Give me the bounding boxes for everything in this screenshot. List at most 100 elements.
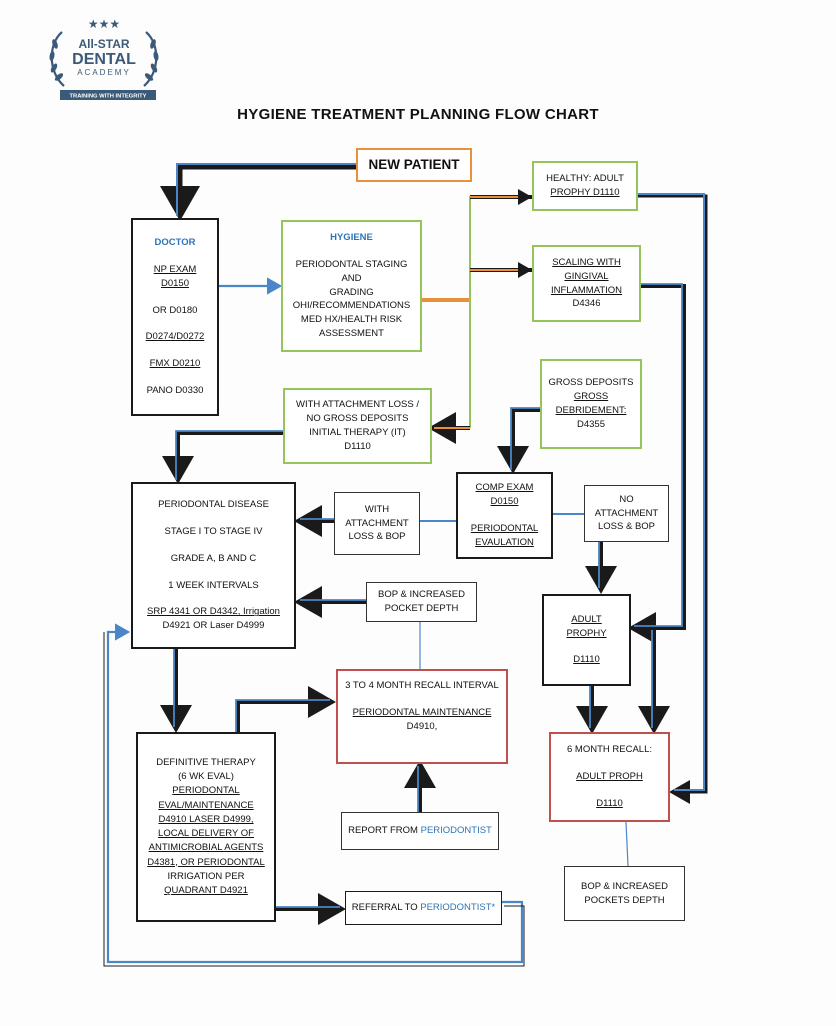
attach-line: NO GROSS DEPOSITS [306, 413, 409, 425]
with-attach-line: WITH [364, 503, 390, 515]
bop-pockets-depth-box: BOP & INCREASED POCKETS DEPTH [564, 866, 685, 921]
perio-disease-line: GRADE A, B AND C [170, 552, 257, 564]
connector-definitive-referral [276, 893, 346, 925]
recall-6-line: D1110 [596, 797, 623, 809]
adult-prophy-line: PROPHY [566, 627, 607, 639]
definitive-line: D4910 LASER D4999, [158, 813, 254, 825]
logo-line1: All-STAR [78, 37, 129, 51]
no-attach-line: ATTACHMENT [594, 507, 659, 519]
doctor-fmx: FMX D0210 [149, 358, 201, 370]
definitive-line: (6 WK EVAL) [178, 771, 234, 782]
no-attach-line: LOSS & BOP [597, 521, 656, 533]
hygiene-line: OHI/RECOMMENDATIONS [292, 300, 411, 312]
attach-line: WITH ATTACHMENT LOSS / [296, 399, 419, 411]
hygiene-line: PERIODONTAL STAGING [295, 259, 408, 271]
definitive-line: DEFINITIVE THERAPY [156, 756, 256, 768]
hygiene-line: AND [341, 272, 362, 284]
logo-graphic: ★★★ All-STAR DENTAL ACADEMY TRAINING WIT… [49, 17, 159, 100]
definitive-line: ANTIMICROBIAL AGENTS [148, 842, 264, 854]
logo-stars: ★★★ [88, 17, 120, 31]
hygiene-heading: HYGIENE [330, 232, 373, 244]
bop-pocket-line: BOP & INCREASED [378, 589, 465, 601]
recall-6-line: ADULT PROPH [576, 771, 643, 783]
gross-line: D4355 [577, 418, 605, 430]
bop-pocket-depth-box: BOP & INCREASED POCKET DEPTH [366, 582, 477, 622]
hygiene-line: ASSESSMENT [319, 327, 384, 339]
no-attach-line: NO [619, 493, 634, 505]
connector-healthy-recall6 [638, 193, 708, 804]
connector-gross-compexam [497, 407, 540, 474]
recall-6-line: 6 MONTH RECALL: [567, 744, 652, 756]
scaling-line: D4346 [572, 298, 601, 310]
doctor-pano: PANO D0330 [146, 384, 204, 396]
referral-periodontist-box: REFERRAL TO PERIODONTIST* [345, 891, 502, 925]
connector-noattach-adultprophy [585, 542, 617, 594]
logo-line2: DENTAL [72, 51, 136, 68]
recall-34-line: 3 TO 4 MONTH RECALL INTERVAL [345, 680, 499, 691]
perio-disease-line: SRP 4341 OR D4342, Irrigation [147, 606, 280, 618]
healthy-box: HEALTHY: ADULT PROPHY D1110 [532, 161, 638, 211]
no-attachment-box: NO ATTACHMENT LOSS & BOP [584, 485, 669, 542]
comp-exam-line: PERIODONTAL [470, 523, 539, 534]
adult-prophy-line: D1110 [573, 654, 600, 666]
attachment-loss-box: WITH ATTACHMENT LOSS / NO GROSS DEPOSITS… [283, 388, 432, 464]
scaling-line: INFLAMMATION [550, 284, 623, 296]
with-attach-line: LOSS & BOP [348, 531, 406, 543]
recall-34-line: PERIODONTAL MAINTENANCE [352, 706, 492, 718]
connector-adultprophy-recall6 [576, 686, 608, 734]
perio-disease-line: 1 WEEK INTERVALS [168, 579, 259, 591]
logo: ★★★ All-STAR DENTAL ACADEMY TRAINING WIT… [40, 14, 168, 106]
doctor-heading: DOCTOR [154, 237, 196, 249]
scaling-box: SCALING WITH GINGIVAL INFLAMMATION D4346 [532, 245, 641, 322]
hygiene-line: MED HX/HEALTH RISK [300, 314, 403, 326]
comp-exam-line: EVAULATION [475, 536, 534, 548]
report-periodontist-box: REPORT FROM PERIODONTIST [341, 812, 499, 850]
bop-pockets-line: BOP & INCREASED [581, 880, 668, 892]
logo-tagline: TRAINING WITH INTEGRITY [70, 94, 147, 100]
connector-hygiene-branches [422, 189, 532, 444]
attach-line: D1110 [344, 440, 371, 452]
doctor-np-exam: NP EXAM [153, 264, 197, 276]
gross-line: DEBRIDEMENT: [555, 405, 627, 416]
gross-line: GROSS [573, 391, 609, 403]
definitive-therapy-box: DEFINITIVE THERAPY (6 WK EVAL) PERIODONT… [136, 732, 276, 922]
perio-disease-line: D4921 OR Laser D4999 [162, 620, 265, 632]
recall-6-month-box: 6 MONTH RECALL: ADULT PROPH D1110 [549, 732, 670, 822]
comp-exam-line: COMP EXAM [475, 482, 534, 494]
logo-line3: ACADEMY [77, 68, 131, 77]
doctor-d0150: D0150 [161, 277, 189, 289]
adult-prophy-line: ADULT [571, 613, 602, 625]
definitive-line: LOCAL DELIVERY OF [158, 828, 254, 839]
attach-line: INITIAL THERAPY (IT) [309, 427, 406, 438]
doctor-box: DOCTOR NP EXAM D0150 OR D0180 D0274/D027… [131, 218, 219, 416]
referral-name: PERIODONTIST* [420, 902, 496, 914]
periodontal-disease-box: PERIODONTAL DISEASE STAGE I TO STAGE IV … [131, 482, 296, 649]
recall-3-4-month-box: 3 TO 4 MONTH RECALL INTERVAL PERIODONTAL… [336, 669, 508, 764]
healthy-line: PROPHY D1110 [550, 187, 620, 198]
bop-pocket-line: POCKET DEPTH [384, 603, 459, 614]
connector-loop-periodisease [103, 623, 525, 967]
new-patient-box: NEW PATIENT [356, 148, 472, 182]
perio-disease-line: STAGE I TO STAGE IV [164, 525, 263, 537]
connector-newpatient-doctor [160, 163, 356, 221]
adult-prophy-box: ADULT PROPHY D1110 [542, 594, 631, 686]
doctor-or-d0180: OR D0180 [152, 304, 198, 316]
healthy-line: HEALTHY: ADULT [546, 173, 624, 185]
report-name: PERIODONTIST [420, 825, 492, 837]
definitive-line: PERIODONTAL [172, 785, 240, 797]
hygiene-box: HYGIENE PERIODONTAL STAGING AND GRADING … [281, 220, 422, 352]
connector-bop-periodisease [294, 586, 366, 618]
with-attach-line: ATTACHMENT [345, 517, 409, 529]
page-title: HYGIENE TREATMENT PLANNING FLOW CHART [237, 106, 599, 123]
connector-report-recall34 [404, 760, 436, 812]
definitive-line: D4381, OR PERIODONTAL [147, 856, 265, 868]
definitive-line: QUADRANT D4921 [164, 885, 248, 896]
scaling-line: SCALING WITH [552, 256, 621, 268]
connector-attach-periodisease [162, 430, 283, 484]
scaling-line: GINGIVAL [564, 270, 609, 282]
connector-recall6-boppockets [625, 821, 629, 867]
gross-deposits-box: GROSS DEPOSITS GROSS DEBRIDEMENT: D4355 [540, 359, 642, 449]
doctor-d0274: D0274/D0272 [145, 331, 205, 343]
referral-prefix: REFERRAL TO [351, 902, 421, 914]
comp-exam-line: D0150 [490, 496, 519, 508]
